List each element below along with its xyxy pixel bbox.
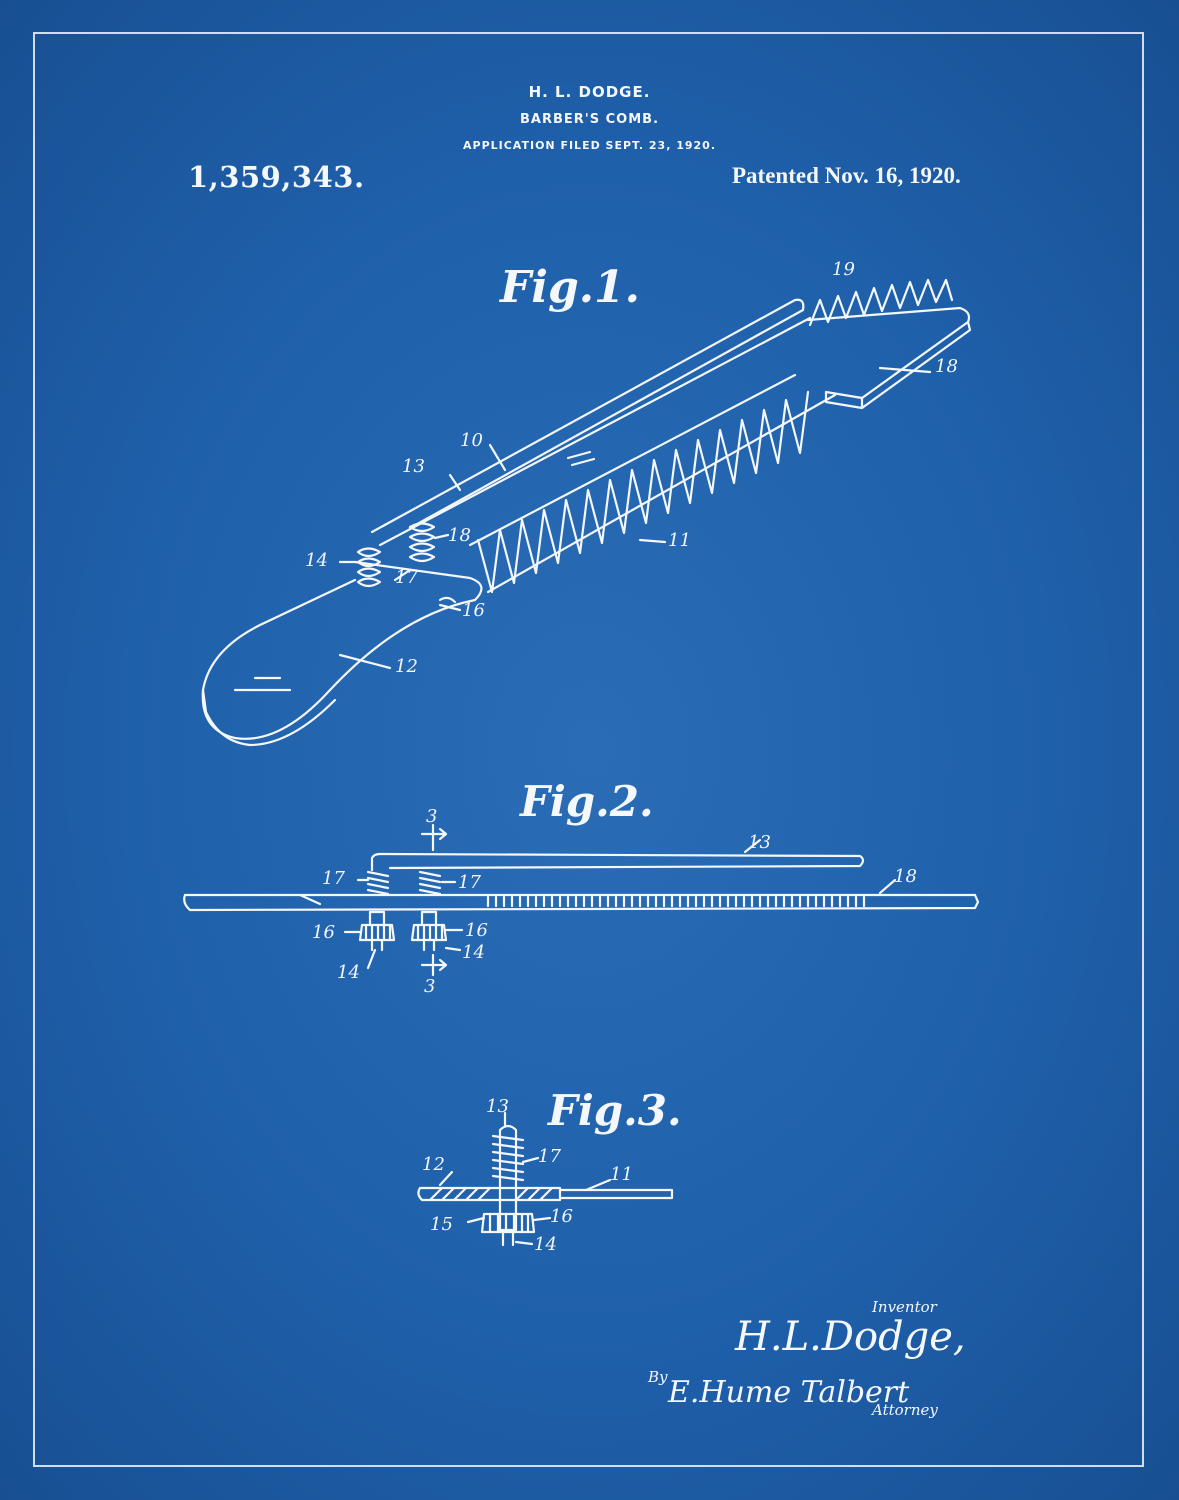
fig3-ref-13: 13 (486, 1096, 509, 1117)
fig3-ref-12: 12 (422, 1154, 445, 1175)
fig3-ref-14: 14 (534, 1234, 557, 1255)
fig1-comb-drawing (201, 278, 972, 747)
fig2-side-view (183, 823, 980, 977)
fig2-ref-16-left: 16 (312, 922, 335, 943)
patent-title: BARBER'S COMB. (519, 112, 660, 127)
by-label: By (647, 1368, 668, 1386)
fig2-ref-18: 18 (894, 866, 917, 887)
fig3-ref-11: 11 (610, 1164, 633, 1185)
fig2-label: Fig.2. (519, 777, 654, 826)
fig2-ref-17-right: 17 (458, 872, 481, 893)
attorney-signature: E.Hume Talbert (667, 1375, 910, 1410)
fig2-ref-16-right: 16 (465, 920, 488, 941)
fig1-label: Fig.1. (498, 262, 640, 313)
filing-date: APPLICATION FILED SEPT. 23, 1920. (463, 139, 716, 152)
fig2-ref-14-left: 14 (337, 962, 360, 983)
fig3-ref-16: 16 (550, 1206, 573, 1227)
fig3-ref-15: 15 (430, 1214, 453, 1235)
fig3-label: Fig.3. (547, 1086, 682, 1135)
fig1-ref-19: 19 (832, 259, 855, 280)
inventor-label: Inventor (871, 1298, 938, 1316)
inventor-signature: H.L.Dodge, (734, 1314, 966, 1360)
patent-number: 1,359,343. (188, 160, 365, 194)
fig2-ref-13: 13 (748, 832, 771, 853)
fig2-ref-14-right: 14 (462, 942, 485, 963)
fig1-ref-13: 13 (402, 456, 425, 477)
attorney-label: Attorney (870, 1401, 938, 1419)
fig1-ref-16: 16 (462, 600, 485, 621)
fig1-ref-10: 10 (460, 430, 483, 451)
fig2-ref-3-top: 3 (426, 806, 437, 827)
fig1-ref-14: 14 (305, 550, 328, 571)
fig3-ref-17: 17 (538, 1146, 561, 1167)
fig2-ref-17-left: 17 (322, 868, 345, 889)
fig1-ref-17: 17 (395, 567, 418, 588)
fig1-ref-11: 11 (668, 530, 691, 551)
fig2-ref-3-bottom: 3 (424, 976, 435, 997)
patent-date: Patented Nov. 16, 1920. (732, 163, 961, 188)
inventor-heading: H. L. DODGE. (528, 83, 651, 101)
fig1-ref-12: 12 (395, 656, 418, 677)
fig3-section-view (417, 1111, 674, 1247)
fig1-ref-18: 18 (935, 356, 958, 377)
fig1-ref-18b: 18 (448, 525, 471, 546)
border-frame (33, 32, 1144, 1467)
